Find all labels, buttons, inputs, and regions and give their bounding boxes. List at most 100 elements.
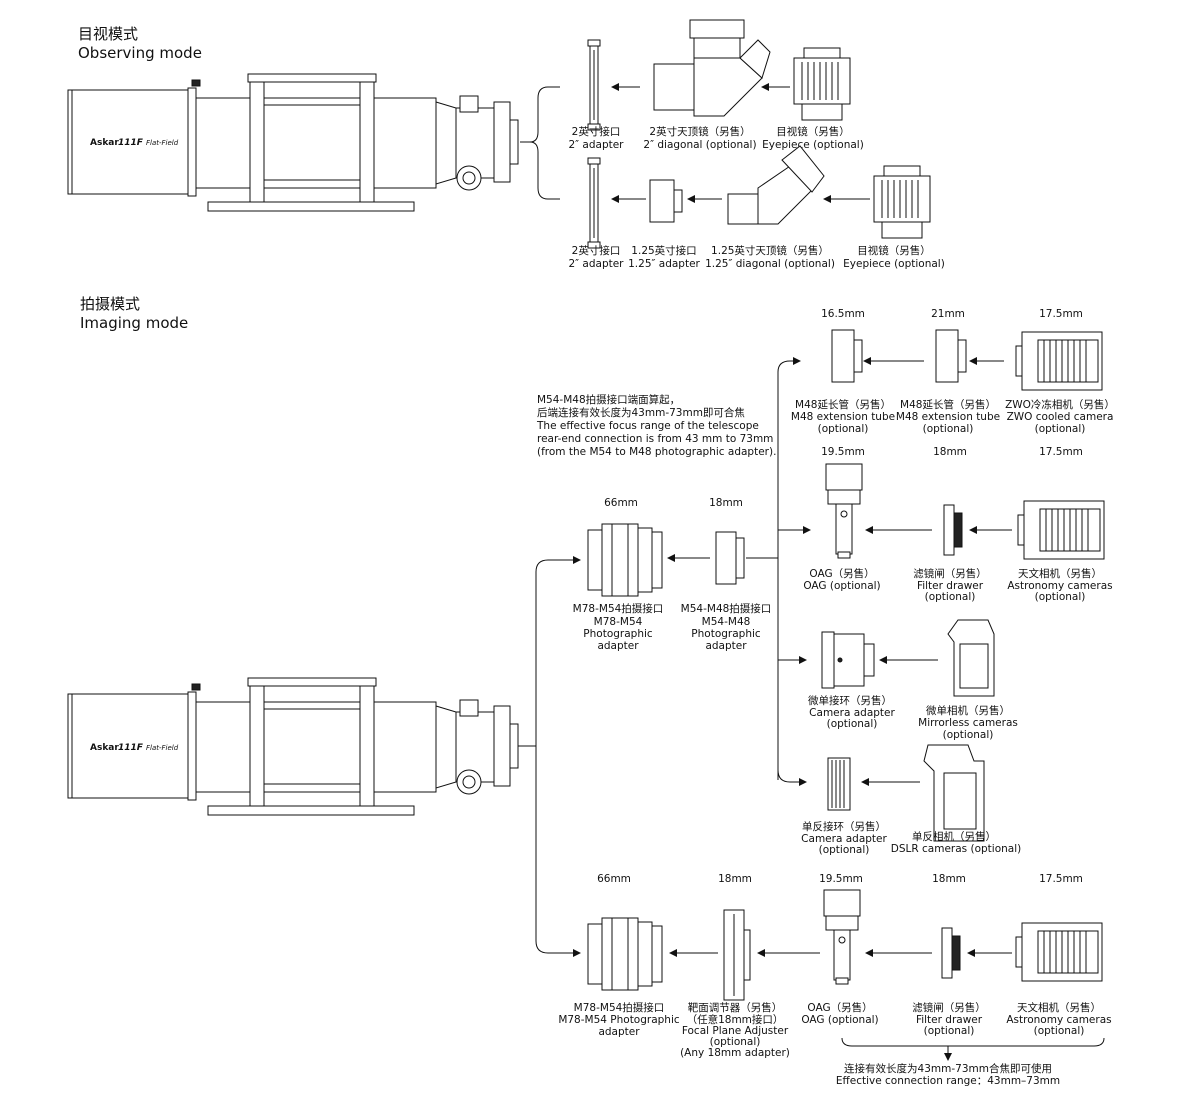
imaging-branch-upper: [535, 556, 581, 746]
label-b-m78-cn: M78-M54拍摄接口: [574, 1001, 665, 1014]
label-m78-cn: M78-M54拍摄接口: [573, 602, 664, 615]
label-125in-diagonal-en: 1.25″ diagonal (optional): [705, 258, 835, 270]
adapter-125in: [649, 179, 675, 223]
label-ext2-cn: M48延长管（另售）: [900, 398, 996, 411]
telescope-model: 111F: [118, 743, 144, 753]
label-m78-en2: Photographic: [583, 628, 653, 640]
observing-branch-up: [520, 86, 560, 143]
label-eyepiece-cn: 目视镜（另售）: [857, 244, 931, 257]
bus-branch1: [777, 357, 801, 780]
label-dslr-cam-cn: 单反相机（另售）: [912, 830, 996, 843]
label-b-astrocam-cn: 天文相机（另售）: [1017, 1001, 1101, 1014]
label-oag-cn: OAG（另售）: [809, 567, 874, 580]
range-cn: 连接有效长度为43mm-73mm合焦即可使用: [844, 1062, 1052, 1075]
label-125in-adapter-en: 1.25″ adapter: [628, 258, 700, 270]
focus-note-line5: (from the M54 to M48 photographic adapte…: [537, 446, 776, 458]
observing-row2: 2英寸接口 2″ adapter 1.25英寸接口 1.25″ adapter …: [568, 145, 945, 270]
telescope-brand: Askar: [90, 138, 119, 148]
label-ext2-opt: (optional): [923, 423, 974, 435]
focus-note-line2: 后端连接有效长度为43mm-73mm即可合焦: [537, 406, 745, 419]
label-2in-diagonal-en: 2″ diagonal (optional): [643, 139, 756, 151]
telescope-model: 111F: [118, 138, 144, 148]
label-eyepiece-en: Eyepiece (optional): [762, 139, 864, 151]
dim-ext1: 16.5mm: [821, 308, 865, 320]
branch-oag: 19.5mm 18mm 17.5mm OAG（另售） OAG (optional…: [803, 446, 1112, 603]
label-b-oag-cn: OAG（另售）: [807, 1001, 872, 1014]
dim-b-fpa: 18mm: [718, 873, 752, 885]
dim-filter: 18mm: [933, 446, 967, 458]
dim-m78: 66mm: [604, 497, 638, 509]
observing-title-en: Observing mode: [78, 44, 202, 62]
dim-b-filter: 18mm: [932, 873, 966, 885]
label-mirrorless-adapter-opt: (optional): [827, 718, 878, 730]
label-dslr-adapter-opt: (optional): [819, 844, 870, 856]
label-b-astrocam-opt: (optional): [1034, 1025, 1085, 1037]
label-oag-en: OAG (optional): [803, 580, 880, 592]
label-m78-en1: M78-M54: [594, 616, 643, 628]
label-mirrorless-cam-en: Mirrorless cameras: [918, 717, 1018, 729]
label-fpa-any: (Any 18mm adapter): [680, 1047, 790, 1059]
label-eyepiece-cn: 目视镜（另售）: [776, 125, 850, 138]
label-125in-diagonal-cn: 1.25英寸天顶镜（另售）: [711, 244, 829, 257]
label-m54-en3: adapter: [705, 640, 747, 652]
focus-note-line1: M54-M48拍摄接口端面算起，: [537, 393, 680, 406]
label-ext1-opt: (optional): [818, 423, 869, 435]
label-filter-opt: (optional): [925, 591, 976, 603]
imaging-branch-lower: [535, 746, 581, 957]
adapter-125in-collar: [673, 189, 683, 213]
label-astrocam-cn: 天文相机（另售）: [1018, 567, 1102, 580]
imaging-title-cn: 拍摄模式: [80, 295, 140, 313]
label-m54-cn: M54-M48拍摄接口: [681, 602, 772, 615]
label-ext2-en: M48 extension tube: [896, 411, 1000, 423]
label-dslr-cam-en: DSLR cameras (optional): [891, 843, 1021, 855]
telescope-observing: Askar 111F Flat-Field: [67, 73, 519, 212]
observing-row1: 2英寸接口 2″ adapter 2英寸天顶镜（另售） 2″ diagonal …: [568, 19, 864, 151]
imaging-title-en: Imaging mode: [80, 314, 188, 332]
label-mirrorless-adapter-cn: 微单接环（另售）: [808, 694, 892, 707]
focus-note-line4: rear-end connection is from 43 mm to 73m…: [537, 433, 773, 445]
label-b-filter-opt: (optional): [924, 1025, 975, 1037]
label-b-oag-en: OAG (optional): [801, 1014, 878, 1026]
label-cooled-opt: (optional): [1035, 423, 1086, 435]
label-b-m78-en2: adapter: [598, 1026, 640, 1038]
label-cooled-en: ZWO cooled camera: [1007, 411, 1114, 423]
label-filter-en: Filter drawer: [917, 580, 984, 592]
dim-b-m78: 66mm: [597, 873, 631, 885]
branch-extension-tubes: 16.5mm 21mm 17.5mm M48延长管（另售） M48 extens…: [791, 308, 1115, 435]
label-eyepiece-en: Eyepiece (optional): [843, 258, 945, 270]
range-bracket: [841, 1037, 1105, 1047]
telescope-imaging: Askar 111F Flat-Field: [67, 677, 519, 816]
dim-oag: 19.5mm: [821, 446, 865, 458]
label-mirrorless-adapter-en: Camera adapter: [809, 707, 895, 719]
label-mirrorless-cam-cn: 微单相机（另售）: [926, 704, 1010, 717]
diagonal-125in: [727, 145, 825, 225]
telescope-brand: Askar: [90, 743, 119, 753]
label-astrocam-en: Astronomy cameras: [1007, 580, 1112, 592]
range-en: Effective connection range：43mm–73mm: [836, 1075, 1060, 1087]
label-fpa-opt: (optional): [710, 1036, 761, 1048]
label-2in-adapter-cn: 2英寸接口: [572, 125, 621, 138]
label-2in-adapter-en: 2″ adapter: [568, 258, 624, 270]
dim-b-oag: 19.5mm: [819, 873, 863, 885]
label-b-filter-en: Filter drawer: [916, 1014, 983, 1026]
dim-m54: 18mm: [709, 497, 743, 509]
label-b-m78-en: M78-M54 Photographic: [558, 1014, 680, 1026]
dim-cooled: 17.5mm: [1039, 308, 1083, 320]
bus-branch4: [777, 769, 807, 786]
label-ext1-cn: M48延长管（另售）: [795, 398, 891, 411]
label-b-filter-cn: 滤镜闸（另售）: [912, 1001, 986, 1014]
dslr-adapter: [827, 757, 851, 811]
imaging-bottom-chain: 66mm 18mm 19.5mm 18mm 17.5mm M78-M54拍摄接口…: [558, 873, 1111, 1087]
label-mirrorless-cam-opt: (optional): [943, 729, 994, 741]
label-2in-adapter-cn: 2英寸接口: [572, 244, 621, 257]
telescope-sub: Flat-Field: [146, 139, 179, 147]
label-b-astrocam-en: Astronomy cameras: [1006, 1014, 1111, 1026]
label-dslr-adapter-en: Camera adapter: [801, 833, 887, 845]
label-m54-en2: Photographic: [691, 628, 761, 640]
observing-branch-down: [529, 141, 560, 200]
telescope-sub: Flat-Field: [146, 744, 179, 752]
label-2in-diagonal-cn: 2英寸天顶镜（另售）: [649, 125, 750, 138]
label-astrocam-opt: (optional): [1035, 591, 1086, 603]
label-fpa-cn2: （任意18mm接口）: [687, 1013, 784, 1026]
focus-note-line3: The effective focus range of the telesco…: [536, 420, 759, 432]
